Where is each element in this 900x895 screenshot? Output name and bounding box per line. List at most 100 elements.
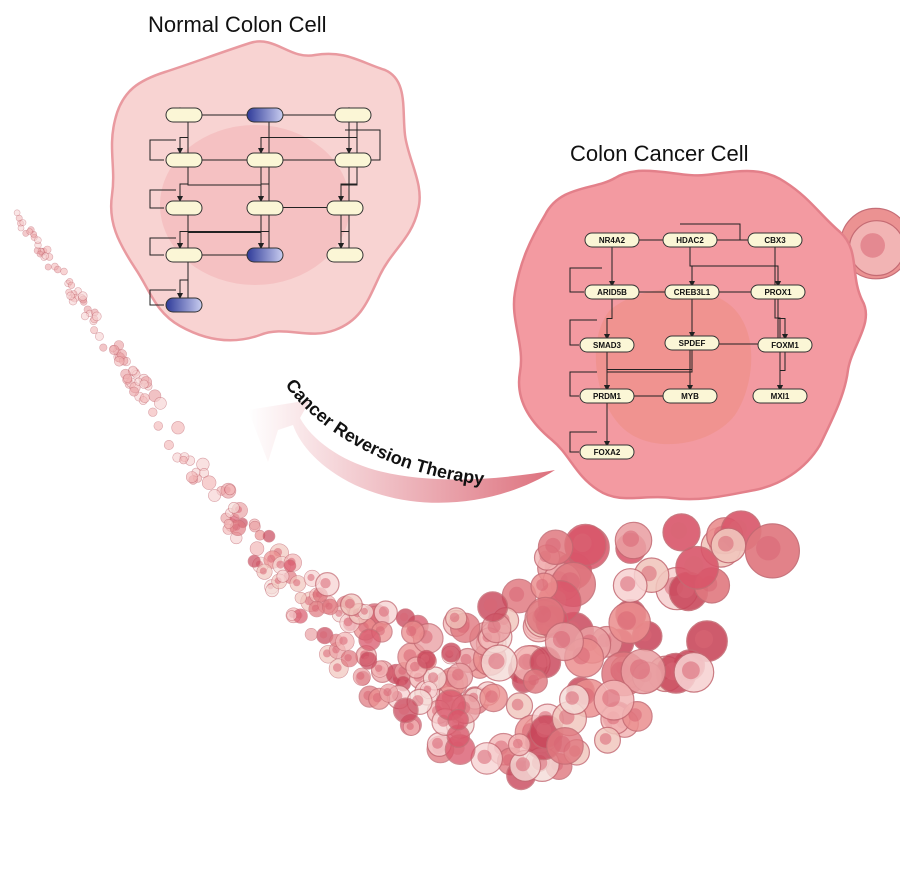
gene-label: MYB [681, 392, 699, 401]
cell [314, 571, 340, 597]
cell [153, 421, 164, 431]
gene-label: ARID5B [597, 288, 627, 297]
gene-node-spdef: SPDEF [664, 335, 720, 351]
cell [612, 568, 648, 603]
cell [848, 220, 900, 277]
gene-node-creb3l1: CREB3L1 [664, 284, 720, 300]
gene-node-arid5b: ARID5B [584, 284, 640, 300]
cell [43, 245, 52, 254]
cell [308, 600, 325, 618]
cell [710, 527, 747, 564]
cell [593, 679, 635, 721]
cell [262, 529, 276, 543]
normal-gene-network [149, 107, 381, 313]
gene-node-prox1: PROX1 [750, 284, 806, 300]
cell [34, 236, 42, 244]
gene-node-myb: MYB [662, 388, 718, 404]
cell [477, 591, 509, 623]
cell [544, 621, 585, 662]
cell [90, 326, 98, 334]
cell [92, 311, 102, 322]
cell [340, 593, 363, 617]
cell [447, 708, 469, 731]
gene-self-loop [149, 289, 176, 306]
cell [620, 648, 667, 695]
cell [286, 610, 298, 621]
cell [530, 572, 558, 601]
gene-node-smad3: SMAD3 [579, 337, 635, 353]
gene-node-prdm1: PRDM1 [579, 388, 635, 404]
cell [593, 726, 621, 754]
cell [154, 396, 167, 410]
gene-node-foxm1: FOXM1 [757, 337, 813, 353]
gene-node-hdac2: HDAC2 [662, 232, 718, 248]
cell [608, 601, 652, 645]
cell [441, 642, 462, 663]
gene-self-loop [569, 319, 597, 346]
gene-node-nr4a2: NR4A2 [584, 232, 640, 248]
gene-node [326, 247, 364, 263]
cell [139, 393, 150, 403]
cell [41, 252, 50, 260]
cell [99, 343, 108, 352]
cell [13, 209, 21, 217]
cell [304, 628, 318, 641]
cell [276, 569, 290, 583]
gene-node [334, 107, 372, 123]
cell [129, 386, 139, 397]
cell [445, 607, 468, 630]
cell [289, 575, 307, 592]
cell [479, 683, 508, 713]
gene-label: FOXA2 [594, 448, 621, 457]
cell [66, 291, 75, 300]
cell [322, 598, 339, 616]
gene-label: NR4A2 [599, 236, 626, 245]
gene-edge [689, 285, 781, 402]
gene-node [246, 107, 284, 123]
cell [224, 484, 236, 496]
cancer-cell-nucleus [595, 288, 752, 445]
cell [228, 501, 240, 514]
cell [416, 649, 436, 669]
cell [171, 421, 185, 435]
cell [201, 475, 217, 490]
cell [283, 559, 297, 573]
cell [662, 513, 701, 552]
gene-node [326, 200, 364, 216]
cell [95, 331, 104, 341]
cell [505, 692, 534, 720]
cell [148, 407, 158, 417]
cell [373, 600, 398, 625]
gene-label: CREB3L1 [674, 288, 711, 297]
cell [294, 591, 307, 604]
gene-label: MXI1 [771, 392, 790, 401]
cell [249, 520, 261, 533]
cell [80, 312, 90, 321]
gene-self-loop [569, 267, 602, 293]
cell [480, 644, 518, 682]
cell [546, 727, 584, 765]
therapy-label: Cancer Reversion Therapy [282, 375, 486, 489]
cell [229, 519, 247, 536]
gene-node [165, 152, 203, 168]
gene-edge [604, 298, 613, 340]
gene-label: SMAD3 [593, 341, 622, 350]
gene-self-loop [149, 189, 176, 209]
gene-node [246, 200, 284, 216]
cell [139, 379, 149, 389]
cell [247, 554, 261, 568]
cell [67, 281, 76, 289]
cell [470, 742, 504, 775]
gene-label: SPDEF [679, 339, 706, 348]
cell [507, 733, 531, 757]
cell [113, 356, 125, 367]
cancer-cell-title: Colon Cancer Cell [570, 141, 749, 166]
cell [446, 724, 470, 748]
gene-label: CBX3 [764, 236, 786, 245]
cell [537, 529, 574, 566]
cell [249, 541, 265, 556]
gene-self-loop [569, 431, 597, 453]
